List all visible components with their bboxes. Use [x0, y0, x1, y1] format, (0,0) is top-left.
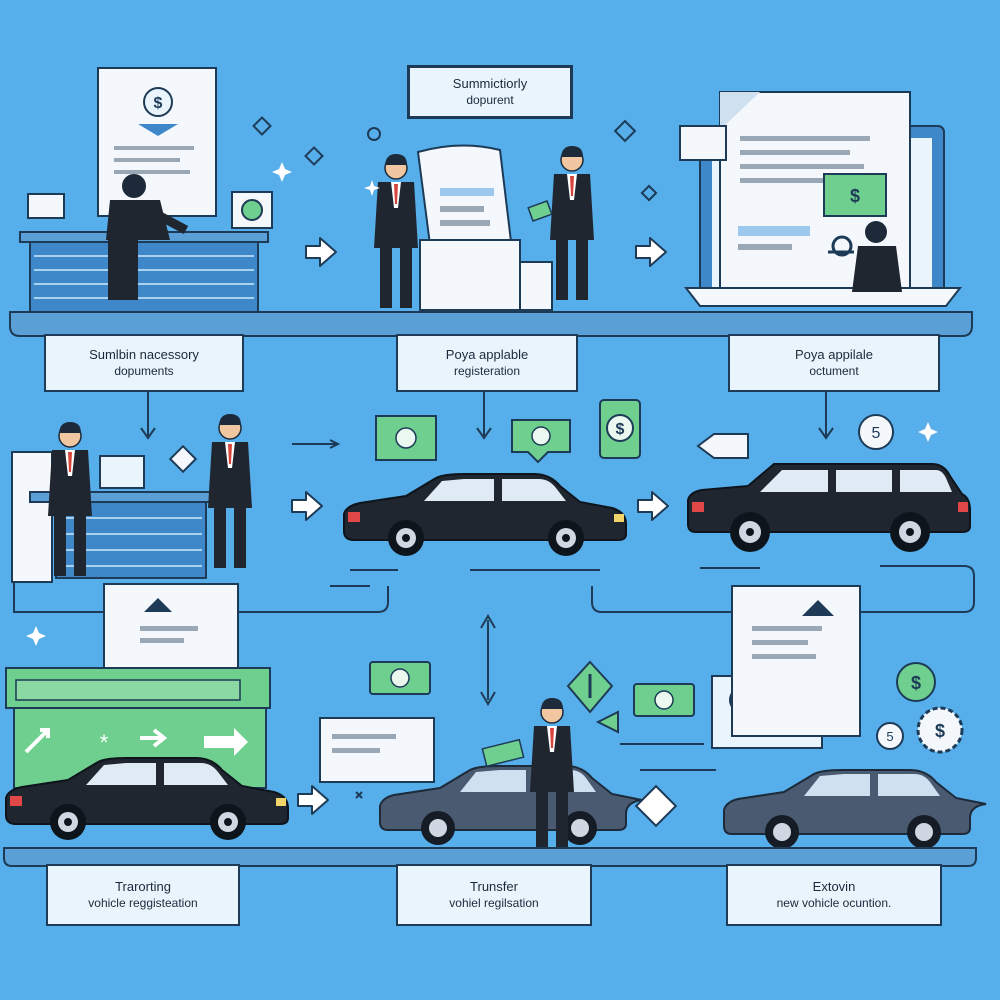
document-stack-scene: * [5, 583, 271, 789]
diamond-icon [168, 444, 198, 474]
arrow-right-icon [291, 491, 323, 521]
svg-text:$: $ [911, 673, 921, 693]
label-row1-left: Sumlbin nacessory dopuments [44, 334, 244, 392]
svg-text:$: $ [154, 95, 163, 112]
office-clerk-scene: $ [19, 67, 273, 313]
label-line: vohicle reggisteation [88, 895, 198, 910]
label-line: registeration [453, 363, 521, 378]
svg-text:$: $ [616, 421, 625, 438]
label-line: dopurent [466, 92, 514, 107]
money-transfer-icons: $ 5 [375, 399, 894, 464]
shelf [3, 847, 977, 867]
key-person-icon [828, 221, 902, 292]
arrow-right-icon [635, 237, 667, 267]
label-line: Poya appilale [794, 347, 874, 363]
label-line: Poya applable [445, 347, 529, 363]
label-line: Summictiorly [452, 76, 528, 92]
desk-meeting-scene [11, 413, 253, 583]
arrow-right-icon [305, 237, 337, 267]
payment-icons-cluster: $ $ $ 5 [566, 585, 964, 771]
dollar-bill-icon: $ [823, 173, 887, 217]
label-line: Trunsfer [470, 879, 518, 895]
svg-text:5: 5 [872, 425, 881, 442]
clerk-person-icon [106, 174, 189, 300]
transfer-scene [319, 614, 643, 853]
svg-text:$: $ [850, 186, 860, 206]
label-line: Extovin [812, 879, 856, 895]
label-row1-mid: Poya applable registeration [396, 334, 578, 392]
svg-text:$: $ [935, 721, 945, 741]
laptop-payment-scene: $ [679, 91, 963, 307]
label-row1-right: Poya appilale octument [728, 334, 940, 392]
label-line: new vohicle ocuntion. [776, 895, 892, 910]
label-line: Trarorting [115, 879, 171, 895]
label-top-center: Summictiorly dopurent [408, 66, 572, 118]
sparkle-decoration [252, 116, 658, 202]
label-row3-left: Trarorting vohicle reggisteation [46, 864, 240, 926]
label-line: Sumlbin nacessory [89, 347, 199, 363]
car-sedan-icon [343, 473, 627, 557]
label-row3-right: Extovin new vohicle ocuntion. [726, 864, 942, 926]
svg-text:5: 5 [886, 729, 893, 744]
speed-lines [292, 439, 760, 587]
arrow-right-icon [637, 491, 669, 521]
svg-text:*: * [100, 730, 109, 755]
shelf [9, 311, 973, 337]
document-with-dollar-icon: $ [97, 67, 217, 217]
diamond-icon [634, 784, 678, 828]
label-line: octument [809, 363, 859, 378]
car-blue-icon [723, 769, 987, 850]
label-line: vohiel regilsation [449, 895, 539, 910]
flow-connector [13, 565, 975, 613]
label-line: dopuments [114, 363, 174, 378]
arrow-right-icon [297, 785, 329, 815]
label-row3-mid: Trunsfer vohiel regilsation [396, 864, 592, 926]
car-suv-icon [687, 463, 971, 553]
